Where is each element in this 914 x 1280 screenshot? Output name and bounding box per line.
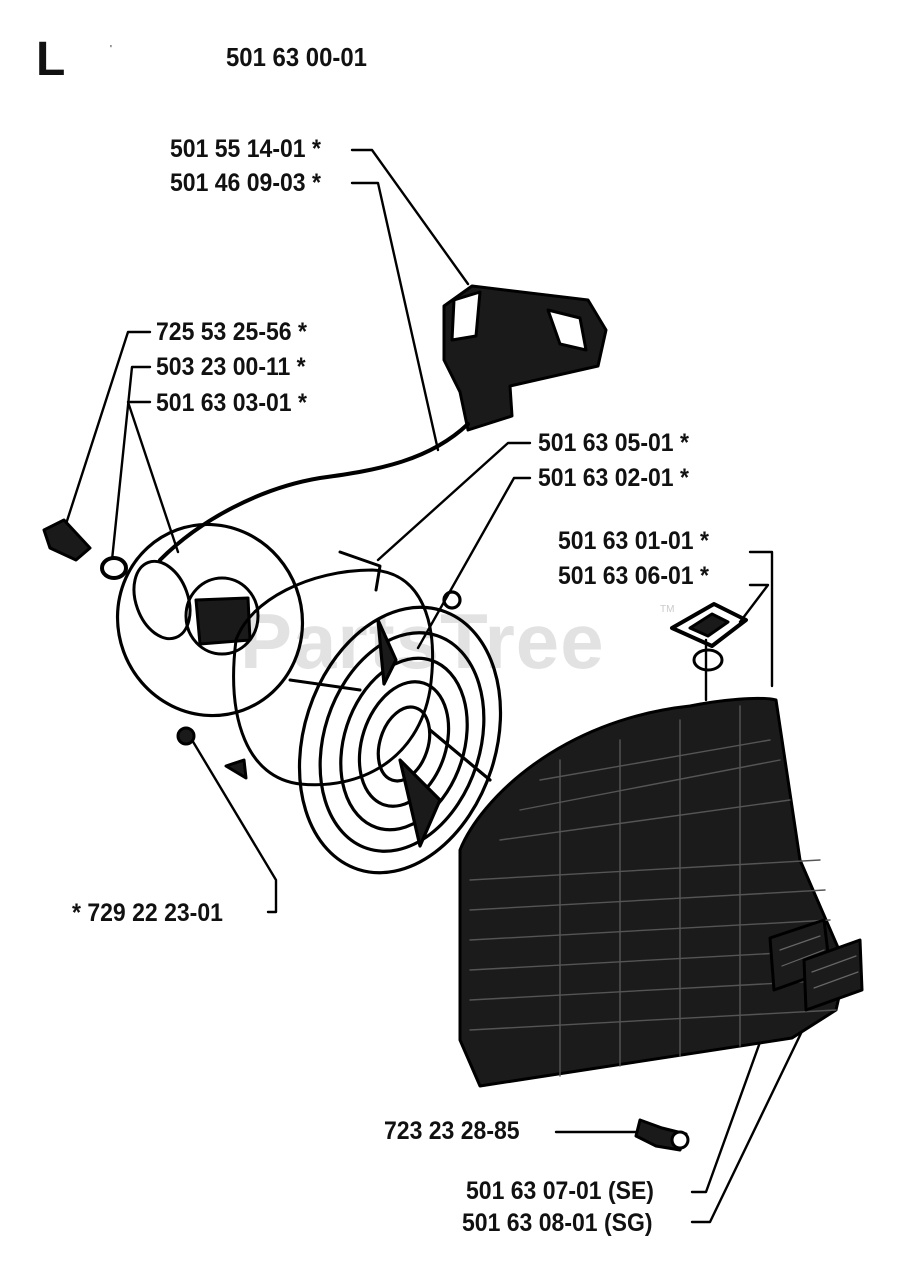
recoil-spring <box>297 590 503 875</box>
cover-bolt <box>634 1118 690 1152</box>
label-cover-a: 501 63 01-01 * <box>558 527 709 555</box>
pin <box>176 726 248 780</box>
label-washer: 503 23 00-11 * <box>156 353 306 381</box>
decals <box>768 918 864 1012</box>
trademark: TM <box>660 604 675 615</box>
label-handle: 501 55 14-01 * <box>170 135 321 163</box>
header-mark: ' <box>110 44 112 55</box>
label-screw: 725 53 25-56 * <box>156 318 307 346</box>
starter-pulley <box>115 522 305 718</box>
screw-and-washer <box>42 518 128 580</box>
label-bolt: 723 23 28-85 <box>384 1117 520 1145</box>
label-spring-cover: 501 63 05-01 * <box>538 429 689 457</box>
leader-lines <box>64 148 820 1224</box>
label-cover-b: 501 63 06-01 * <box>558 562 709 590</box>
starter-rope <box>158 422 470 562</box>
cover-cap <box>670 602 748 672</box>
label-pin: * 729 22 23-01 <box>72 899 223 927</box>
label-rope: 501 46 09-03 * <box>170 169 321 197</box>
label-decal-sg: 501 63 08-01 (SG) <box>462 1209 653 1237</box>
starter-handle <box>442 284 608 432</box>
label-spring: 501 63 02-01 * <box>538 464 689 492</box>
assembly-number: 501 63 00-01 <box>226 42 367 72</box>
label-pulley: 501 63 03-01 * <box>156 389 307 417</box>
spring-cover <box>232 550 434 787</box>
fan-cover <box>458 696 848 1088</box>
label-decal-se: 501 63 07-01 (SE) <box>466 1177 654 1205</box>
section-letter: L <box>36 33 66 86</box>
